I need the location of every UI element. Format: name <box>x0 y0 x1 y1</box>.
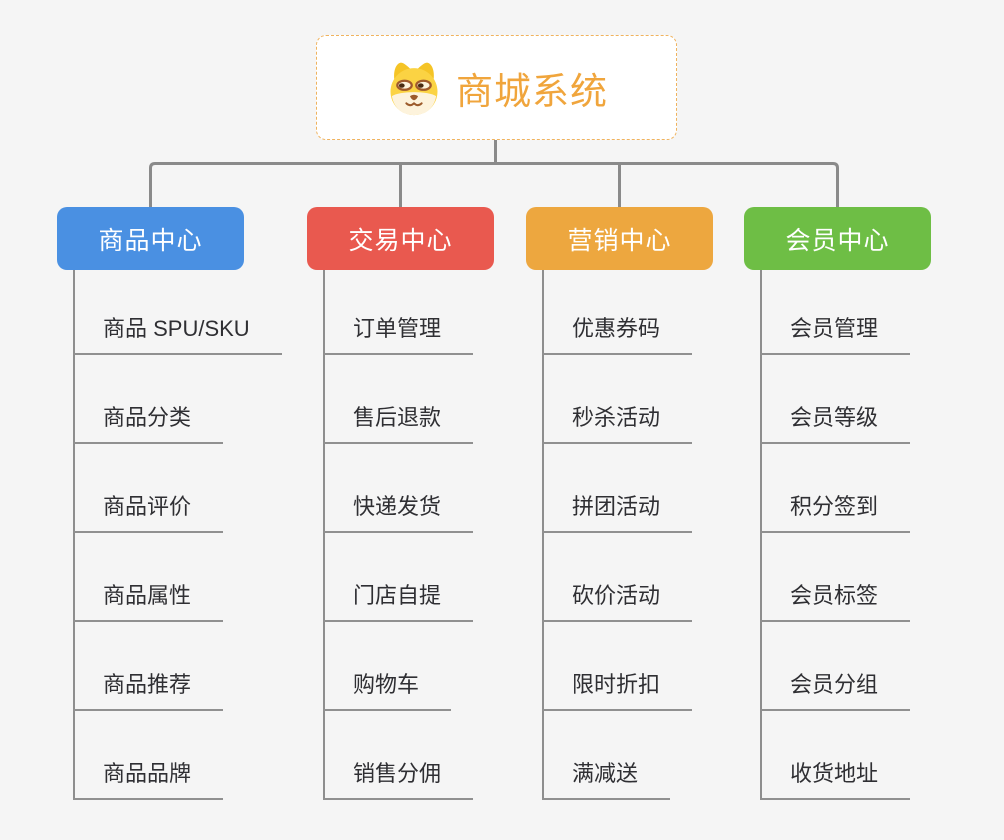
child-node[interactable]: 售后退款 <box>323 402 474 444</box>
child-node[interactable]: 秒杀活动 <box>542 402 693 444</box>
child-node[interactable]: 会员分组 <box>760 669 911 711</box>
branch-spine-member-center <box>760 270 762 799</box>
branch-node-trade-center[interactable]: 交易中心 <box>307 207 494 270</box>
branch-spine-trade-center <box>323 270 325 799</box>
child-node[interactable]: 优惠券码 <box>542 313 693 355</box>
child-node[interactable]: 购物车 <box>323 669 452 711</box>
child-node[interactable]: 商品 SPU/SKU <box>73 313 282 355</box>
root-node-mall-system[interactable]: 商城系统 <box>316 35 677 140</box>
child-node[interactable]: 商品分类 <box>73 402 224 444</box>
child-node[interactable]: 商品品牌 <box>73 758 224 800</box>
child-node[interactable]: 会员等级 <box>760 402 911 444</box>
child-node[interactable]: 销售分佣 <box>323 758 474 800</box>
child-node[interactable]: 拼团活动 <box>542 491 693 533</box>
child-node[interactable]: 满减送 <box>542 758 671 800</box>
child-node[interactable]: 砍价活动 <box>542 580 693 622</box>
child-node[interactable]: 商品评价 <box>73 491 224 533</box>
child-node[interactable]: 商品属性 <box>73 580 224 622</box>
branch-spine-marketing-center <box>542 270 544 799</box>
child-node[interactable]: 会员管理 <box>760 313 911 355</box>
child-node[interactable]: 收货地址 <box>760 758 911 800</box>
child-node[interactable]: 限时折扣 <box>542 669 693 711</box>
branch-spine-product-center <box>73 270 75 799</box>
child-node[interactable]: 积分签到 <box>760 491 911 533</box>
child-node[interactable]: 商品推荐 <box>73 669 224 711</box>
child-node[interactable]: 订单管理 <box>323 313 474 355</box>
branch-node-product-center[interactable]: 商品中心 <box>57 207 244 270</box>
branch-node-member-center[interactable]: 会员中心 <box>744 207 931 270</box>
child-node[interactable]: 会员标签 <box>760 580 911 622</box>
child-node[interactable]: 快递发货 <box>323 491 474 533</box>
dog-icon <box>385 60 443 116</box>
root-title: 商城系统 <box>456 70 608 112</box>
branch-node-marketing-center[interactable]: 营销中心 <box>526 207 713 270</box>
child-node[interactable]: 门店自提 <box>323 580 474 622</box>
